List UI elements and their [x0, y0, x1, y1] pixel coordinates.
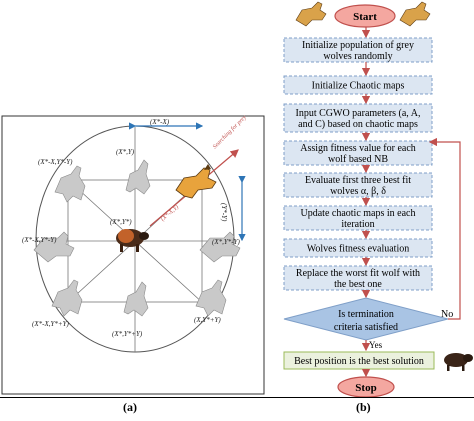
- wolf-top-center-icon: [125, 159, 151, 195]
- flow-step-text: wolves randomly: [323, 51, 392, 62]
- caption-separator: [0, 397, 474, 398]
- flow-step-text: the best one: [334, 279, 382, 290]
- flow-step-box: [283, 172, 433, 198]
- flow-step-text: wolves α, β, δ: [330, 186, 386, 197]
- wolf-right-icon: [199, 231, 241, 263]
- wolf-bottom-center-icon: [123, 281, 149, 317]
- wolf-bottom-left-icon: [51, 279, 83, 317]
- no-loop-arrow: [428, 137, 461, 320]
- hunting-wolf-icon: [175, 164, 217, 199]
- start-label: Start: [353, 11, 377, 23]
- flow-step-text: Initialize Chaotic maps: [312, 81, 405, 92]
- bison-icon: [116, 229, 149, 252]
- flow-step-box: [283, 140, 433, 166]
- grey-wolves: [33, 159, 241, 317]
- wolf-bottom-right-icon: [195, 279, 227, 317]
- flow-step-text: and C) based on chaotic maps: [298, 119, 418, 130]
- flow-step-box: [283, 238, 433, 258]
- decision-line-2: criteria satisfied: [334, 322, 398, 333]
- flow-step-text: Assign fitness value for each: [300, 143, 416, 154]
- flow-step-box: [283, 75, 433, 95]
- flow-step-text: Replace the worst fit wolf with: [296, 268, 420, 279]
- flow-step-text: Wolves fitness evaluation: [307, 244, 410, 255]
- final-box: [283, 351, 435, 370]
- flow-step-box: [283, 37, 433, 63]
- start-wolf-left-icon: [295, 1, 327, 27]
- flow-step-text: wolf based NB: [328, 154, 388, 165]
- wolf-top-left-icon: [54, 165, 86, 203]
- caption-b: (b): [356, 400, 371, 414]
- final-label: Best position is the best solution: [294, 356, 424, 367]
- prey-direction-arrow: [204, 149, 239, 179]
- start-oval: [334, 4, 396, 28]
- caption-a: (a): [123, 400, 137, 414]
- flow-step-text: iteration: [341, 219, 374, 230]
- flow-step-text: Input CGWO parameters (a, A,: [296, 108, 421, 119]
- decision-line-1: Is termination: [338, 309, 394, 320]
- start-wolf-right-icon: [399, 1, 431, 27]
- yes-label: Yes: [369, 340, 383, 350]
- flow-step-box: [283, 103, 433, 133]
- flow-step-text: Evaluate first three best fit: [305, 175, 411, 186]
- wolf-left-icon: [33, 231, 75, 263]
- final-bison-icon: [444, 353, 473, 371]
- flow-step-text: Initialize population of grey: [302, 40, 414, 51]
- flow-step-box: [283, 265, 433, 291]
- no-label: No: [441, 309, 453, 320]
- stop-label: Stop: [355, 382, 376, 394]
- flow-step-box: [283, 205, 433, 231]
- flow-step-text: Update chaotic maps in each: [301, 208, 416, 219]
